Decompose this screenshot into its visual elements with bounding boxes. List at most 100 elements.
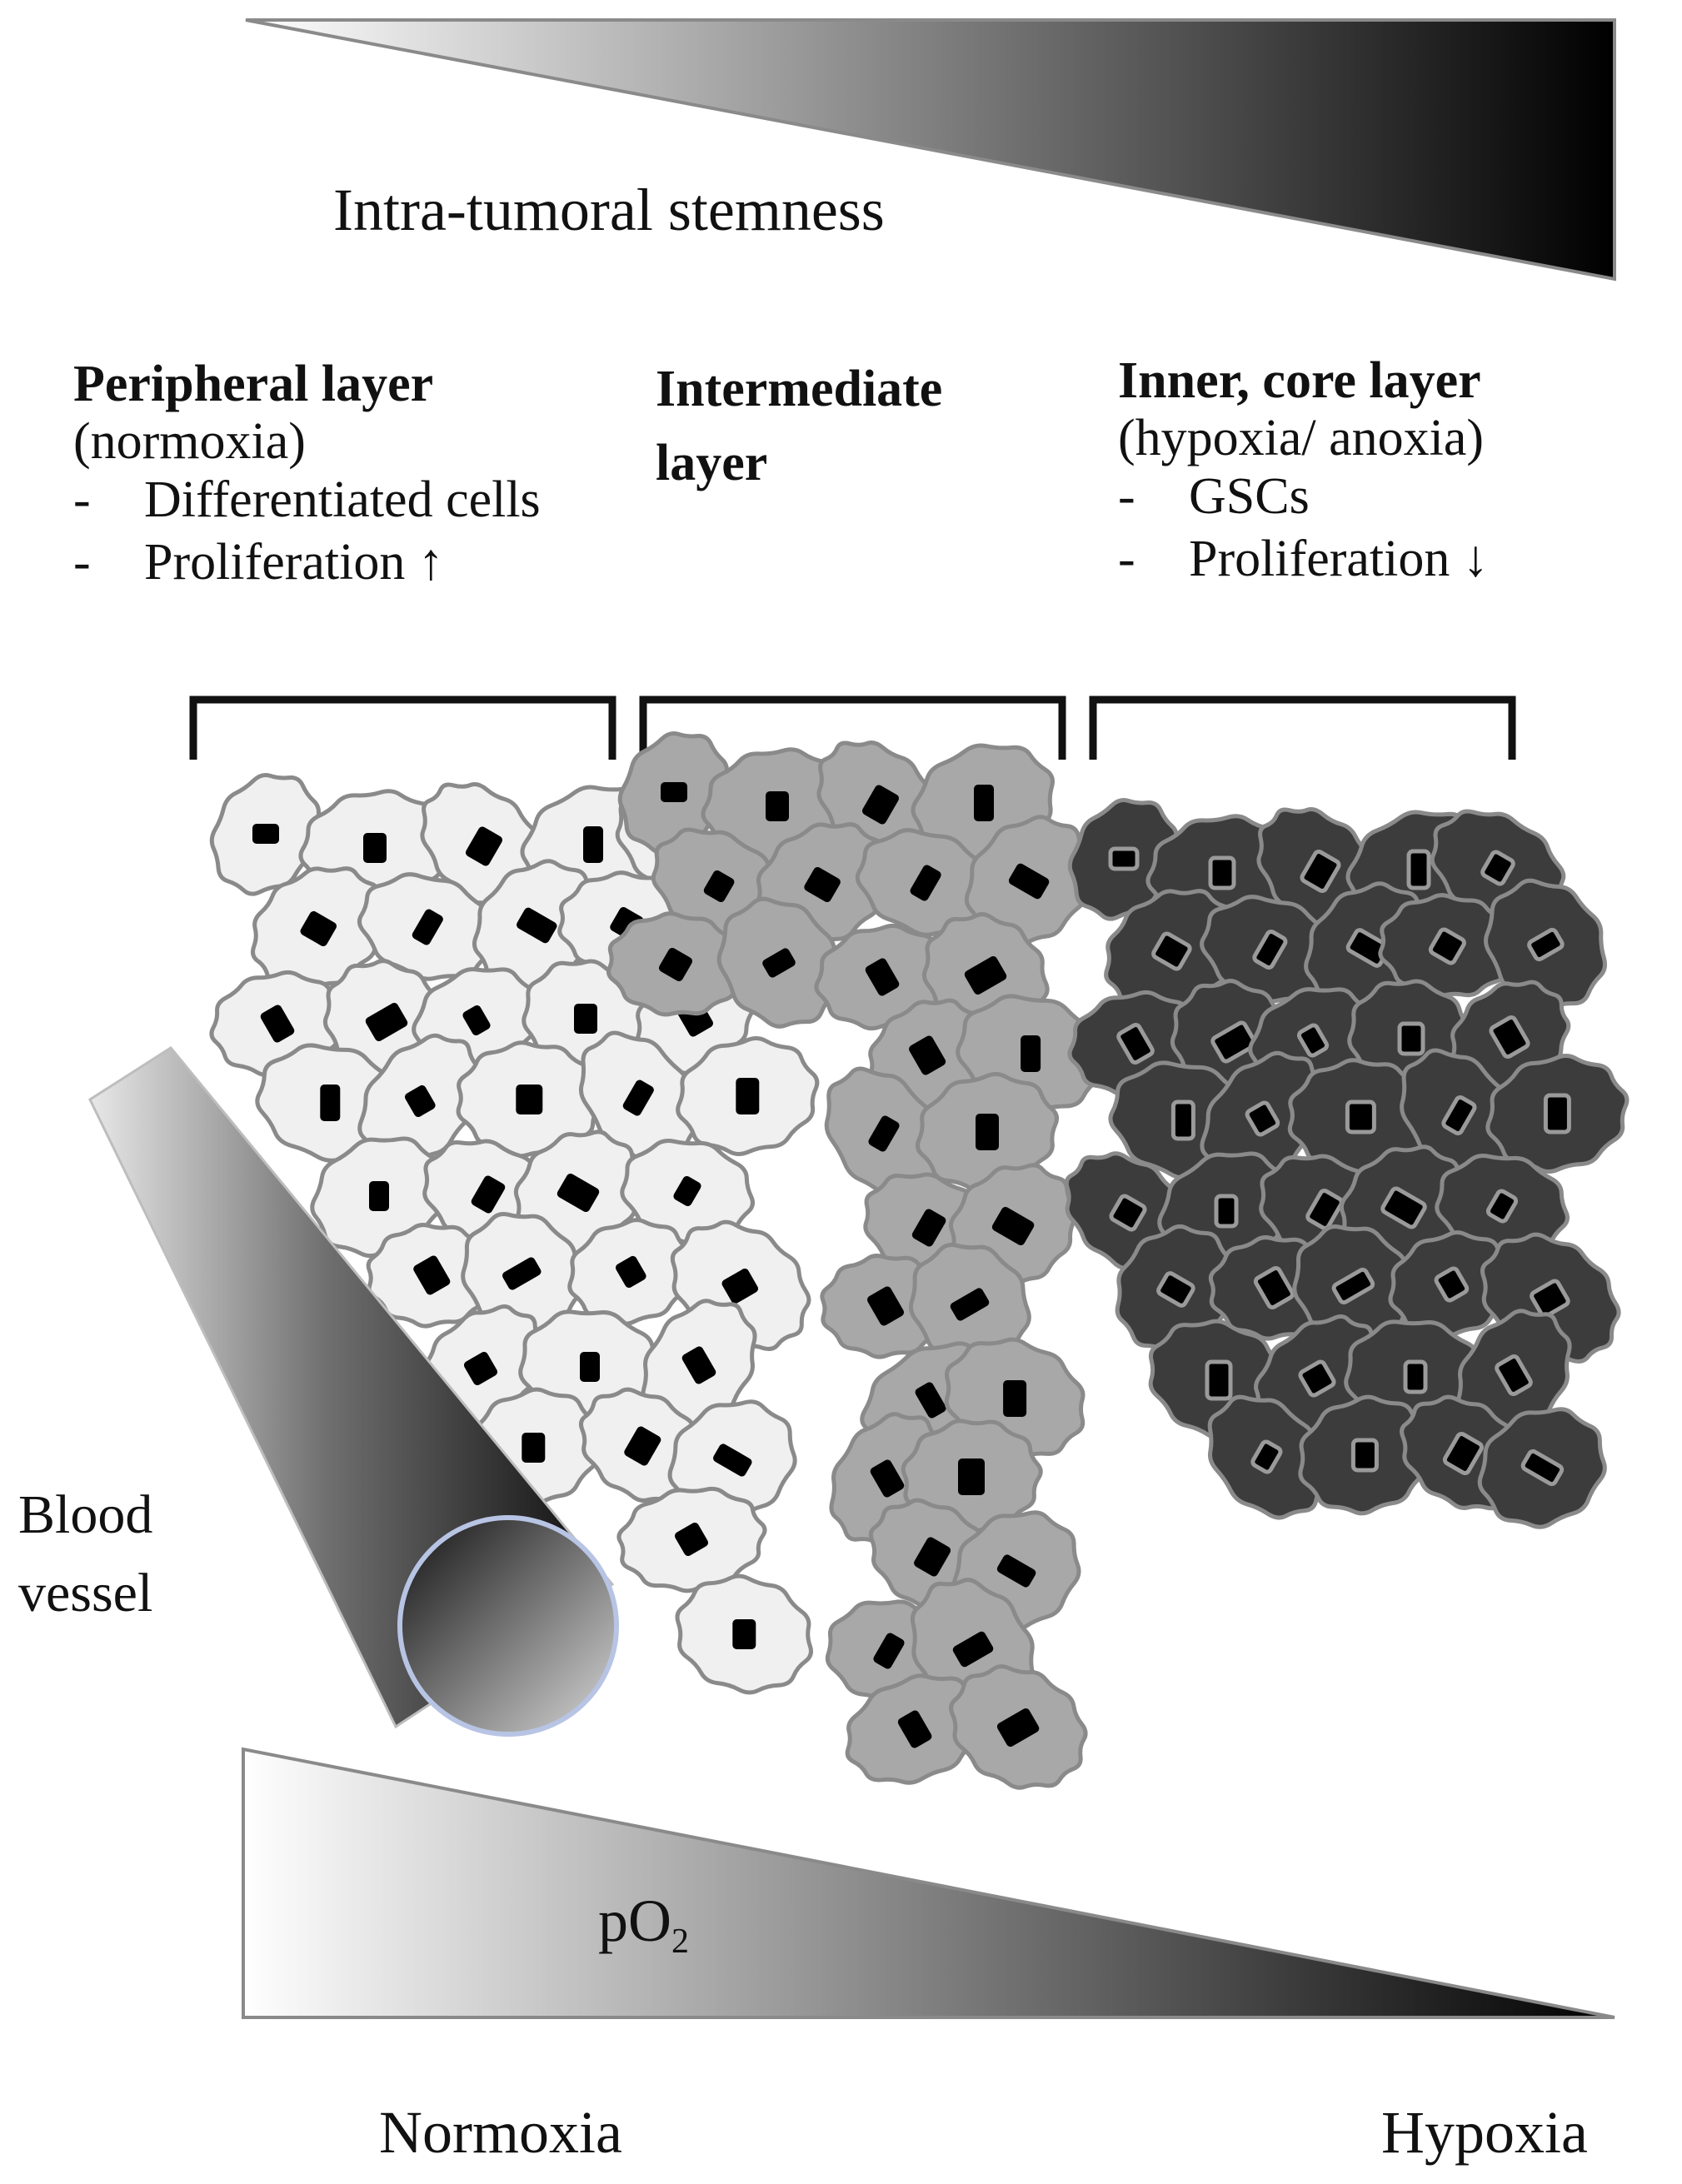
cell-nucleus xyxy=(861,785,900,825)
cell-nucleus xyxy=(1403,1359,1428,1394)
inner-layer-text: Inner, core layer (hypoxia/ anoxia) -GSC… xyxy=(1118,352,1489,589)
cell-nucleus xyxy=(703,870,735,903)
cell-nucleus xyxy=(522,1433,546,1463)
cell-nucleus xyxy=(1300,850,1341,893)
cell-nucleus xyxy=(1489,1015,1530,1059)
cell-nucleus xyxy=(1298,1359,1336,1398)
cell xyxy=(820,1254,953,1359)
cell xyxy=(1292,1224,1415,1349)
cell xyxy=(1485,1054,1630,1174)
cell-nucleus xyxy=(762,948,796,978)
cell xyxy=(616,1486,767,1593)
cell-nucleus xyxy=(413,1255,451,1295)
cell-nucleus xyxy=(1008,863,1050,900)
cell-nucleus xyxy=(661,782,687,802)
cell-nucleus xyxy=(1021,1035,1041,1072)
cell-nucleus xyxy=(1345,1099,1376,1134)
cell-nucleus xyxy=(974,785,994,821)
cell-nucleus xyxy=(673,1175,701,1207)
peripheral-item: -Proliferation ↑ xyxy=(73,534,444,591)
cell-nucleus xyxy=(260,1005,295,1043)
cell xyxy=(366,1223,499,1329)
cell-nucleus xyxy=(865,958,900,996)
cell-nucleus xyxy=(911,1209,946,1247)
cell-nucleus xyxy=(1480,850,1515,886)
cell-nucleus xyxy=(1495,1354,1533,1396)
cell xyxy=(675,1573,813,1695)
cell-nucleus xyxy=(622,1080,654,1116)
cell-nucleus xyxy=(1543,1093,1571,1134)
cell-nucleus xyxy=(721,1269,759,1304)
cell-nucleus xyxy=(952,1631,994,1668)
cell-nucleus xyxy=(1116,1023,1155,1065)
intermediate-layer-title: Intermediate layer xyxy=(656,361,943,492)
cell-nucleus xyxy=(1397,1021,1425,1056)
inner-layer-title: Inner, core layer xyxy=(1118,352,1481,409)
cell-nucleus xyxy=(1380,1186,1427,1229)
cell-nucleus xyxy=(574,1004,597,1034)
cell-nucleus xyxy=(1406,849,1431,890)
inner-item: -Proliferation ↓ xyxy=(1118,531,1489,588)
cell-nucleus xyxy=(1210,1020,1257,1064)
peripheral-layer-condition: (normoxia) xyxy=(73,413,306,471)
blood-vessel-opening xyxy=(397,1515,619,1737)
stemness-gradient-wedge xyxy=(245,18,1616,282)
cell-nucleus xyxy=(950,1288,990,1321)
cell xyxy=(1115,1224,1237,1355)
cell-nucleus xyxy=(1109,1194,1147,1232)
cell-nucleus xyxy=(1331,1267,1375,1305)
cell-nucleus xyxy=(624,1426,661,1466)
blood-vessel xyxy=(88,1046,619,1737)
cell-nucleus xyxy=(471,1175,506,1214)
cell-nucleus xyxy=(732,1619,756,1649)
cell-nucleus xyxy=(1434,1266,1470,1303)
cell-nucleus xyxy=(363,833,387,863)
cell-nucleus xyxy=(991,1206,1035,1246)
blood-vessel-label: Blood vessel xyxy=(18,1484,153,1623)
cell-nucleus xyxy=(713,1444,752,1477)
cell-nucleus xyxy=(1527,927,1565,962)
cell-nucleus xyxy=(1296,1023,1330,1058)
cell-nucleus xyxy=(1441,1095,1477,1135)
inner-layer-condition: (hypoxia/ anoxia) xyxy=(1118,410,1485,467)
cell-nucleus xyxy=(910,865,941,901)
cell xyxy=(949,1664,1088,1790)
cell-nucleus xyxy=(897,1710,932,1748)
cell-nucleus xyxy=(412,909,443,945)
cell-nucleus xyxy=(320,1085,341,1121)
cell-nucleus xyxy=(583,826,603,863)
cell xyxy=(676,1036,820,1156)
hypoxia-label: Hypoxia xyxy=(1381,2099,1588,2166)
cell-nucleus xyxy=(1530,1279,1570,1319)
cell-nucleus xyxy=(465,826,503,866)
cell-nucleus xyxy=(1305,1189,1344,1230)
peripheral-layer-text: Peripheral layer (normoxia) -Differentia… xyxy=(73,356,541,592)
cell-nucleus xyxy=(369,1181,389,1211)
cell-nucleus xyxy=(516,1085,543,1114)
peripheral-item: -Differentiated cells xyxy=(73,471,541,528)
cell-nucleus xyxy=(404,1085,436,1118)
cell-nucleus xyxy=(1252,930,1288,970)
intermediate-cells xyxy=(606,730,1106,1790)
cell xyxy=(1298,1394,1432,1516)
cell-nucleus xyxy=(1253,1266,1295,1309)
cell-nucleus xyxy=(252,824,279,844)
cell xyxy=(915,1072,1060,1192)
cell-nucleus xyxy=(674,1522,709,1557)
cell-nucleus xyxy=(868,1115,900,1152)
peripheral-layer-title: Peripheral layer xyxy=(73,356,434,412)
po2-label: pO2 xyxy=(598,1887,689,1961)
cell-nucleus xyxy=(996,1708,1040,1748)
cell-nucleus xyxy=(1250,1439,1283,1474)
cell-nucleus xyxy=(615,1255,646,1289)
cell-nucleus xyxy=(580,1352,600,1382)
cell-nucleus xyxy=(557,1173,600,1213)
cell-nucleus xyxy=(1205,1359,1233,1401)
cell-nucleus xyxy=(517,907,557,944)
cell-nucleus xyxy=(1442,1432,1484,1475)
inner-bracket xyxy=(1089,696,1516,760)
cell-nucleus xyxy=(1350,1438,1379,1473)
inner-item: -GSCs xyxy=(1118,467,1310,525)
cell-nucleus xyxy=(870,1459,905,1498)
peripheral-bracket xyxy=(189,696,616,760)
